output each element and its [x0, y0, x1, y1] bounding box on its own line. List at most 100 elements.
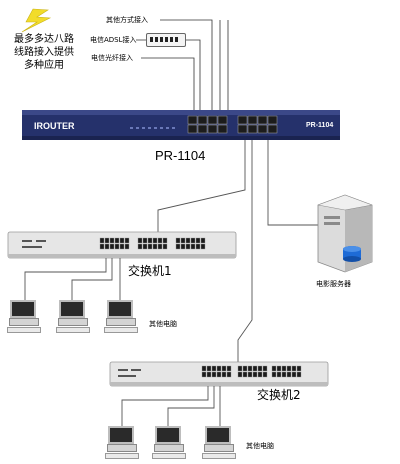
switch-port [175, 237, 181, 244]
router-wan-ports [187, 115, 228, 134]
pc-icon [7, 300, 41, 333]
switch-port [276, 371, 282, 378]
server-icon [317, 194, 373, 273]
switch1-device [7, 231, 237, 259]
switch-port [257, 365, 263, 372]
router-model-badge: PR-1104 [306, 122, 334, 129]
switch-port [216, 371, 222, 378]
switch1-ports [99, 237, 206, 250]
router-lan-ports [237, 115, 278, 134]
uplink-lines [157, 140, 318, 362]
switch-port [137, 237, 143, 244]
pc-group2-label: 其他电脑 [246, 442, 274, 450]
pc-icon [104, 300, 138, 333]
adsl-access-label: 电信ADSL接入 [90, 36, 137, 44]
switch-port [147, 243, 153, 250]
router-device [22, 110, 340, 140]
pc-icon [56, 300, 90, 333]
lightning-icon [21, 8, 52, 33]
switch-port [237, 371, 243, 378]
switch-port [206, 365, 212, 372]
switch-port [286, 365, 292, 372]
router-model-label: PR-1104 [155, 148, 206, 163]
pc-icon [202, 426, 236, 459]
switch-port [221, 365, 227, 372]
switch-port [142, 237, 148, 244]
switch-port [281, 371, 287, 378]
router-brand: IROUTER [34, 121, 75, 131]
switch-port [216, 365, 222, 372]
switch-port [242, 365, 248, 372]
switch-port [180, 243, 186, 250]
tagline-line1: 最多多达八路 [14, 34, 74, 45]
switch-port [114, 237, 120, 244]
switch-port [180, 237, 186, 244]
switch-port [211, 365, 217, 372]
switch-port [124, 237, 130, 244]
adsl-modem-icon [146, 33, 186, 47]
switch2-label: 交换机2 [257, 388, 301, 402]
switch-port [226, 371, 232, 378]
switch-port [152, 237, 158, 244]
server-label: 电影服务器 [316, 280, 351, 288]
switch-port [291, 371, 297, 378]
switch-port [185, 243, 191, 250]
switch-port [271, 371, 277, 378]
tagline-line2: 线路接入提供 [14, 47, 74, 58]
switch-port [99, 243, 105, 250]
switch-port [195, 237, 201, 244]
other-access-label: 其他方式接入 [106, 16, 148, 24]
switch-port [157, 237, 163, 244]
switch-port [104, 243, 110, 250]
switch-port [247, 371, 253, 378]
switch-port [286, 371, 292, 378]
switch-port [221, 371, 227, 378]
switch-port [114, 243, 120, 250]
switch-port [119, 243, 125, 250]
switch-port [152, 243, 158, 250]
pc-icon [105, 426, 139, 459]
switch-port [237, 365, 243, 372]
switch-port [109, 237, 115, 244]
switch-port [157, 243, 163, 250]
switch-port [109, 243, 115, 250]
switch-port [147, 237, 153, 244]
switch-port [257, 371, 263, 378]
switch-port [276, 365, 282, 372]
switch-port [162, 243, 168, 250]
switch-port [252, 371, 258, 378]
switch2-device [109, 361, 329, 387]
pc-group1-label: 其他电脑 [149, 320, 177, 328]
switch-port [124, 243, 130, 250]
switch1-label: 交换机1 [128, 264, 172, 278]
switch-port [247, 365, 253, 372]
switch-port [190, 243, 196, 250]
switch-port [190, 237, 196, 244]
switch-port [242, 371, 248, 378]
switch-port [226, 365, 232, 372]
fiber-access-label: 电信光纤接入 [91, 54, 133, 62]
switch-port [296, 365, 302, 372]
switch-port [162, 237, 168, 244]
switch2-ports [201, 365, 302, 378]
switch-port [201, 371, 207, 378]
switch-port [291, 365, 297, 372]
switch-port [142, 243, 148, 250]
pc-icon [152, 426, 186, 459]
switch-port [200, 243, 206, 250]
switch-port [201, 365, 207, 372]
switch-port [252, 365, 258, 372]
tagline: 最多多达八路 线路接入提供 多种应用 [14, 33, 74, 72]
switch2-pc-lines [121, 386, 221, 426]
switch-port [206, 371, 212, 378]
switch-port [262, 371, 268, 378]
switch-port [281, 365, 287, 372]
switch1-pc-lines [24, 258, 121, 300]
switch-port [262, 365, 268, 372]
switch-port [175, 243, 181, 250]
tagline-line3: 多种应用 [24, 60, 64, 71]
switch-port [200, 237, 206, 244]
switch-port [119, 237, 125, 244]
switch-port [104, 237, 110, 244]
